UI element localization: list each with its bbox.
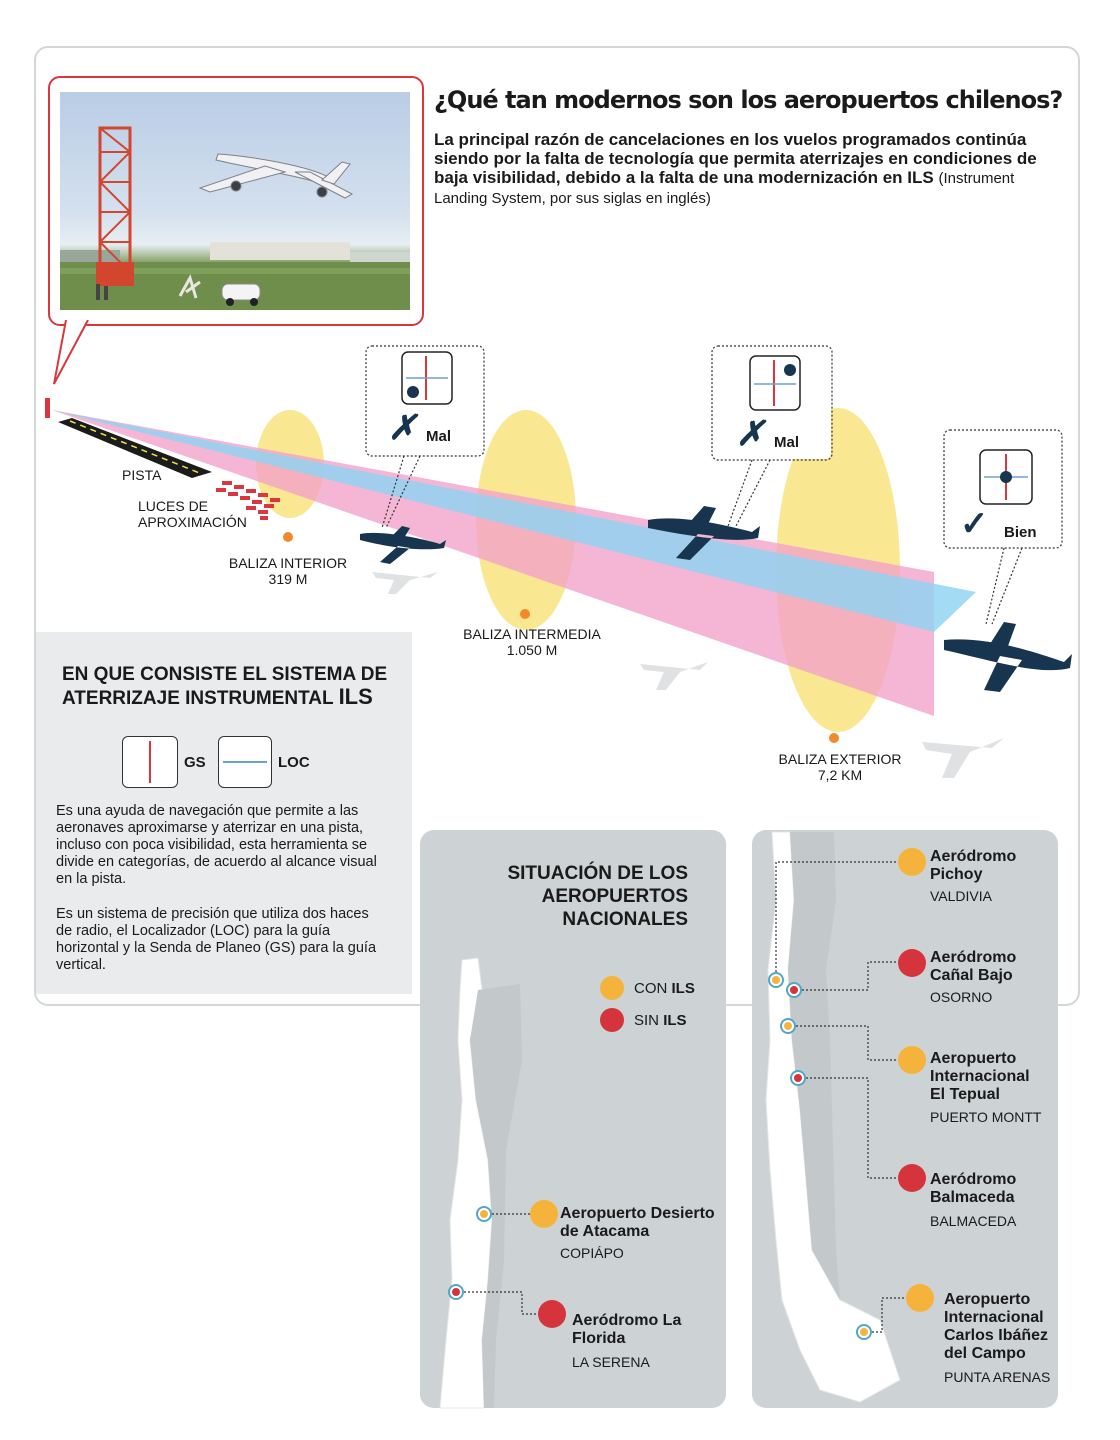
airport-city-punta-arenas: PUNTA ARENAS xyxy=(944,1369,1051,1385)
instrument-good xyxy=(979,449,1033,505)
middle-marker-label: BALIZA INTERMEDIA 1.050 M xyxy=(458,626,606,658)
airport-status-dot xyxy=(898,1164,926,1192)
info-title: EN QUE CONSISTE EL SISTEMA DE ATERRIZAJE… xyxy=(62,664,402,710)
airport-status-dot xyxy=(898,1046,926,1074)
outer-marker-distance: 7,2 KM xyxy=(817,767,863,783)
outer-marker-name: BALIZA EXTERIOR xyxy=(778,751,902,767)
legend-con-ils: CON ILS xyxy=(634,980,695,997)
legend-con-text: CON xyxy=(634,980,668,997)
airport-status-dot xyxy=(906,1284,934,1312)
approach-lights-label-line1: LUCES DE xyxy=(138,498,209,514)
loc-label: LOC xyxy=(278,754,310,771)
middle-marker-distance: 1.050 M xyxy=(506,642,558,658)
airport-name-osorno: Aeródromo Cañal Bajo xyxy=(930,949,1017,984)
loc-indicator-icon xyxy=(218,736,272,788)
bad-icon: ✗ xyxy=(388,409,417,447)
info-title-text: EN QUE CONSISTE EL SISTEMA DE ATERRIZAJE… xyxy=(62,664,388,709)
legend-sin-ils-dot xyxy=(600,1008,624,1032)
map-leaders xyxy=(456,861,906,1333)
legend-ils-text: ILS xyxy=(671,980,695,997)
gs-label: GS xyxy=(184,754,206,771)
legend-sin-ils: SIN ILS xyxy=(634,1012,687,1029)
status-bad-2: Mal xyxy=(774,434,800,451)
map-title: SITUACIÓN DE LOS AEROPUERTOS NACIONALES xyxy=(507,863,688,930)
outer-marker-label: BALIZA EXTERIOR 7,2 KM xyxy=(770,751,910,783)
page-subtitle: La principal razón de cancelaciones en l… xyxy=(434,130,1054,208)
airport-name-balmaceda: Aeródromo Balmaceda xyxy=(930,1171,1017,1206)
loc-beam xyxy=(52,410,976,632)
airport-name-copiapo: Aeropuerto Desierto de Atacama xyxy=(560,1205,715,1240)
status-bad-1: Mal xyxy=(426,428,452,445)
airport-name-punta-arenas: Aeropuerto Internacional Carlos Ibáñez d… xyxy=(944,1291,1049,1362)
gs-beam xyxy=(52,410,934,716)
airport-name-puerto-montt: Aeropuerto Internacional El Tepual xyxy=(930,1050,1030,1103)
map-location-pins xyxy=(448,972,872,1340)
plane-final xyxy=(944,622,1072,692)
inner-marker-name: BALIZA INTERIOR xyxy=(228,555,348,571)
photo-illustration xyxy=(60,126,410,310)
approach-planes xyxy=(360,506,1072,692)
marker-dot-inner xyxy=(283,532,293,542)
legend-sin-text: SIN xyxy=(634,1012,660,1029)
approach-lights-label: LUCES DE APROXIMACIÓN xyxy=(138,498,247,530)
airport-status-dot xyxy=(530,1200,558,1228)
plane-inner xyxy=(360,526,446,564)
airport-name-valdivia: Aeródromo Pichoy xyxy=(930,848,1017,883)
gs-indicator-icon xyxy=(122,736,178,788)
approach-lights xyxy=(216,481,280,520)
airport-status-dot xyxy=(538,1300,566,1328)
inner-marker-label: BALIZA INTERIOR 319 M xyxy=(222,555,354,587)
plane-middle xyxy=(648,506,760,560)
instrument-callouts xyxy=(365,345,1063,625)
ils-diagram xyxy=(45,345,1072,778)
airport-city-balmaceda: BALMACEDA xyxy=(930,1213,1017,1229)
airport-city-osorno: OSORNO xyxy=(930,989,993,1005)
subtitle-note: (Instrument Landing System, por sus sigl… xyxy=(434,170,1015,207)
airport-status-dot xyxy=(898,949,926,977)
subtitle-main: La principal razón de cancelaciones en l… xyxy=(434,130,1037,187)
airport-name-la-serena: Aeródromo La Florida xyxy=(572,1312,682,1347)
ghost-planes xyxy=(372,572,1004,778)
airport-city-copiapo: COPIÁPO xyxy=(560,1245,624,1261)
runway-label: PISTA xyxy=(122,467,162,483)
info-paragraph-2: Es un sistema de precisión que utiliza d… xyxy=(56,906,377,973)
photo-airplane xyxy=(198,153,354,199)
status-good: Bien xyxy=(1004,524,1037,541)
check-icon: ✓ xyxy=(960,505,989,543)
airport-city-valdivia: VALDIVIA xyxy=(930,888,992,904)
marker-dot-middle xyxy=(520,609,530,619)
airport-status-dot xyxy=(898,848,926,876)
airport-photo xyxy=(60,92,410,310)
ils-info-box xyxy=(36,632,412,994)
airport-city-puerto-montt: PUERTO MONTT xyxy=(930,1109,1042,1125)
inner-marker-distance: 319 M xyxy=(268,571,308,587)
instrument-bad-1 xyxy=(401,351,453,405)
info-paragraph-1: Es una ayuda de navegación que permite a… xyxy=(56,803,377,887)
bad-icon: ✗ xyxy=(736,415,765,453)
legend-con-ils-dot xyxy=(600,976,624,1000)
airport-city-la-serena: LA SERENA xyxy=(572,1354,650,1370)
approach-lights-label-line2: APROXIMACIÓN xyxy=(138,514,247,530)
runway-threshold-marker xyxy=(45,398,50,418)
info-title-ils: ILS xyxy=(338,684,373,709)
legend-ils-text: ILS xyxy=(663,1012,687,1029)
marker-dot-outer xyxy=(829,733,839,743)
ils-tower xyxy=(96,126,134,286)
callout-pointer xyxy=(53,318,90,385)
instrument-bad-2 xyxy=(749,355,801,411)
page-title: ¿Qué tan modernos son los aeropuertos ch… xyxy=(434,86,1063,114)
middle-marker-name: BALIZA INTERMEDIA xyxy=(463,626,601,642)
